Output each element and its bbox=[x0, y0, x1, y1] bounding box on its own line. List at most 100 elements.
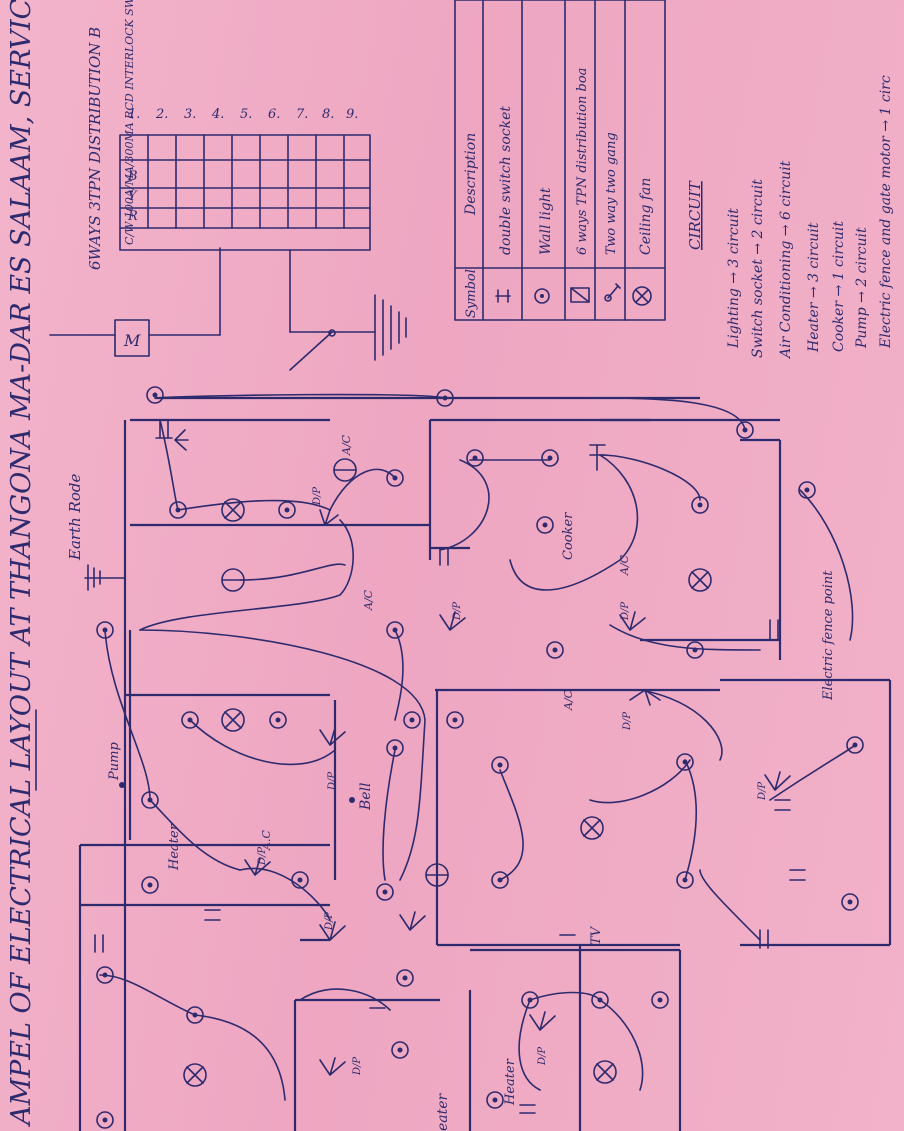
wall-light-icon bbox=[181, 711, 199, 729]
floor-plan-walls bbox=[78, 396, 892, 1131]
wall-light-icon bbox=[146, 386, 164, 404]
ac-label: A/C bbox=[618, 554, 631, 576]
dp-label: D/P bbox=[537, 1047, 548, 1066]
double-socket-icon bbox=[439, 547, 449, 566]
legend-desc-db: 6 ways TPN distribution boa bbox=[575, 68, 590, 255]
earth-symbol-icon bbox=[374, 294, 407, 361]
double-socket-icon bbox=[369, 999, 386, 1009]
tv-label: TV bbox=[589, 925, 604, 945]
way-number: 8. bbox=[322, 107, 334, 122]
bell-point-icon bbox=[349, 797, 355, 803]
wall-light-icon bbox=[141, 876, 159, 894]
wall-light-icon bbox=[841, 893, 859, 911]
ceiling-fan-icon bbox=[593, 1060, 617, 1084]
wall-light-icon bbox=[491, 756, 509, 774]
dp-switch-cluster bbox=[619, 611, 646, 631]
pump-point-icon bbox=[119, 782, 125, 788]
dp-switch-cluster bbox=[529, 1011, 556, 1031]
wall-light-icon bbox=[534, 288, 550, 304]
legend-header-description: Description bbox=[463, 133, 479, 216]
legend-desc-light: Wall light bbox=[538, 187, 554, 255]
fence-point-label: Electric fence point bbox=[821, 570, 836, 701]
db-rcd-label: C/W 100A/MA/300MA RCD INTERLOCK SW bbox=[123, 0, 136, 245]
wall-light-icon bbox=[486, 1091, 504, 1109]
wall-light-icon bbox=[676, 753, 694, 771]
wall-light-icon bbox=[491, 871, 509, 889]
wall-light-icon bbox=[403, 711, 421, 729]
legend-desc-socket: double switch socket bbox=[498, 106, 514, 255]
legend-header-symbol: Symbol bbox=[464, 269, 479, 318]
dp-switch-cluster bbox=[319, 509, 339, 526]
wall-light-icon bbox=[541, 449, 559, 467]
meter-label: M bbox=[123, 331, 141, 350]
wall-light-icon bbox=[169, 501, 187, 519]
heater-label: Heater bbox=[167, 823, 182, 871]
ceiling-fan-icon bbox=[221, 498, 245, 522]
dp-label: D/P bbox=[452, 602, 463, 621]
ac-label: A.C bbox=[260, 830, 273, 851]
double-socket-icon bbox=[204, 909, 221, 921]
way-number: 2. bbox=[155, 107, 168, 122]
ac-unit-icon bbox=[333, 458, 357, 482]
wall-light-icon bbox=[591, 991, 609, 1009]
double-socket-icon bbox=[759, 929, 769, 949]
wall-light-icon bbox=[536, 516, 554, 534]
double-socket-icon bbox=[94, 934, 104, 953]
legend-desc-fan: Ceiling fan bbox=[638, 178, 654, 255]
wall-light-icon bbox=[386, 739, 404, 757]
dp-switch-cluster bbox=[319, 1057, 346, 1076]
db-way-numbers: 1. 2. 3. 4. 5. 6. 7. 8. 9. bbox=[128, 107, 358, 122]
dp-label: D/P bbox=[352, 1057, 363, 1076]
wall-light-icon bbox=[446, 711, 464, 729]
dp-label: D/P bbox=[620, 602, 631, 621]
wall-light-icon bbox=[686, 641, 704, 659]
dp-switch-cluster bbox=[629, 689, 661, 706]
dp-label: D/P bbox=[622, 712, 633, 731]
wall-light-icon bbox=[386, 469, 404, 487]
wall-light-icon bbox=[186, 1006, 204, 1024]
earth-rod-label: Earth Rode bbox=[66, 474, 84, 561]
way-number: 5. bbox=[240, 107, 252, 122]
circuit-item: Air Conditioning → 6 circuit bbox=[778, 160, 794, 360]
double-socket-icon bbox=[774, 799, 791, 811]
ac-label: A/C bbox=[562, 689, 575, 711]
earth-rod-icon bbox=[84, 564, 126, 591]
wall-light-icon bbox=[141, 791, 159, 809]
ceiling-fan-icon bbox=[688, 568, 712, 592]
dp-switch-cluster bbox=[439, 611, 466, 631]
dp-label: D/P bbox=[327, 772, 338, 791]
phase-r: R bbox=[127, 209, 138, 224]
wall-light-icon bbox=[376, 883, 394, 901]
service-line: M bbox=[49, 247, 407, 371]
dp-switch-cluster bbox=[399, 911, 426, 931]
way-number: 7. bbox=[296, 107, 308, 122]
ceiling-fan-icon bbox=[221, 708, 245, 732]
circuit-list: CIRCUIT Lighting → 3 circuit Switch sock… bbox=[686, 75, 894, 360]
wall-light-icon bbox=[846, 736, 864, 754]
ac-label: A/C bbox=[340, 434, 353, 456]
dp-label: D/P bbox=[312, 487, 323, 506]
legend-table: Symbol Description double switch socket … bbox=[454, 0, 666, 321]
legend-desc-switch: Two way two gang bbox=[604, 132, 619, 255]
heater-label: Heater bbox=[503, 1058, 518, 1106]
distribution-board-schedule: 6WAYS 3TPN DISTRIBUTION B C/W 100A/MA/30… bbox=[86, 0, 371, 270]
wall-light-icon bbox=[269, 711, 287, 729]
way-number: 6. bbox=[268, 107, 280, 122]
way-number: 3. bbox=[184, 107, 196, 122]
double-socket-icon bbox=[519, 1104, 536, 1114]
wall-light-icon bbox=[391, 1041, 409, 1059]
wall-light-icon bbox=[278, 501, 296, 519]
wall-light-icon bbox=[291, 871, 309, 889]
heater-label: eater bbox=[435, 1092, 451, 1131]
dp-switch-cluster bbox=[174, 429, 189, 451]
dp-label: D/P bbox=[324, 912, 335, 931]
wall-light-icon bbox=[676, 871, 694, 889]
ceiling-fan-icon bbox=[632, 286, 652, 306]
dp-label: D/P bbox=[757, 782, 768, 801]
circuit-item: Cooker → 1 circuit bbox=[831, 221, 847, 352]
ceiling-fan-icon bbox=[183, 1063, 207, 1087]
circuit-item: Pump → 2 circuit bbox=[854, 227, 870, 349]
double-socket-icon bbox=[769, 619, 779, 641]
